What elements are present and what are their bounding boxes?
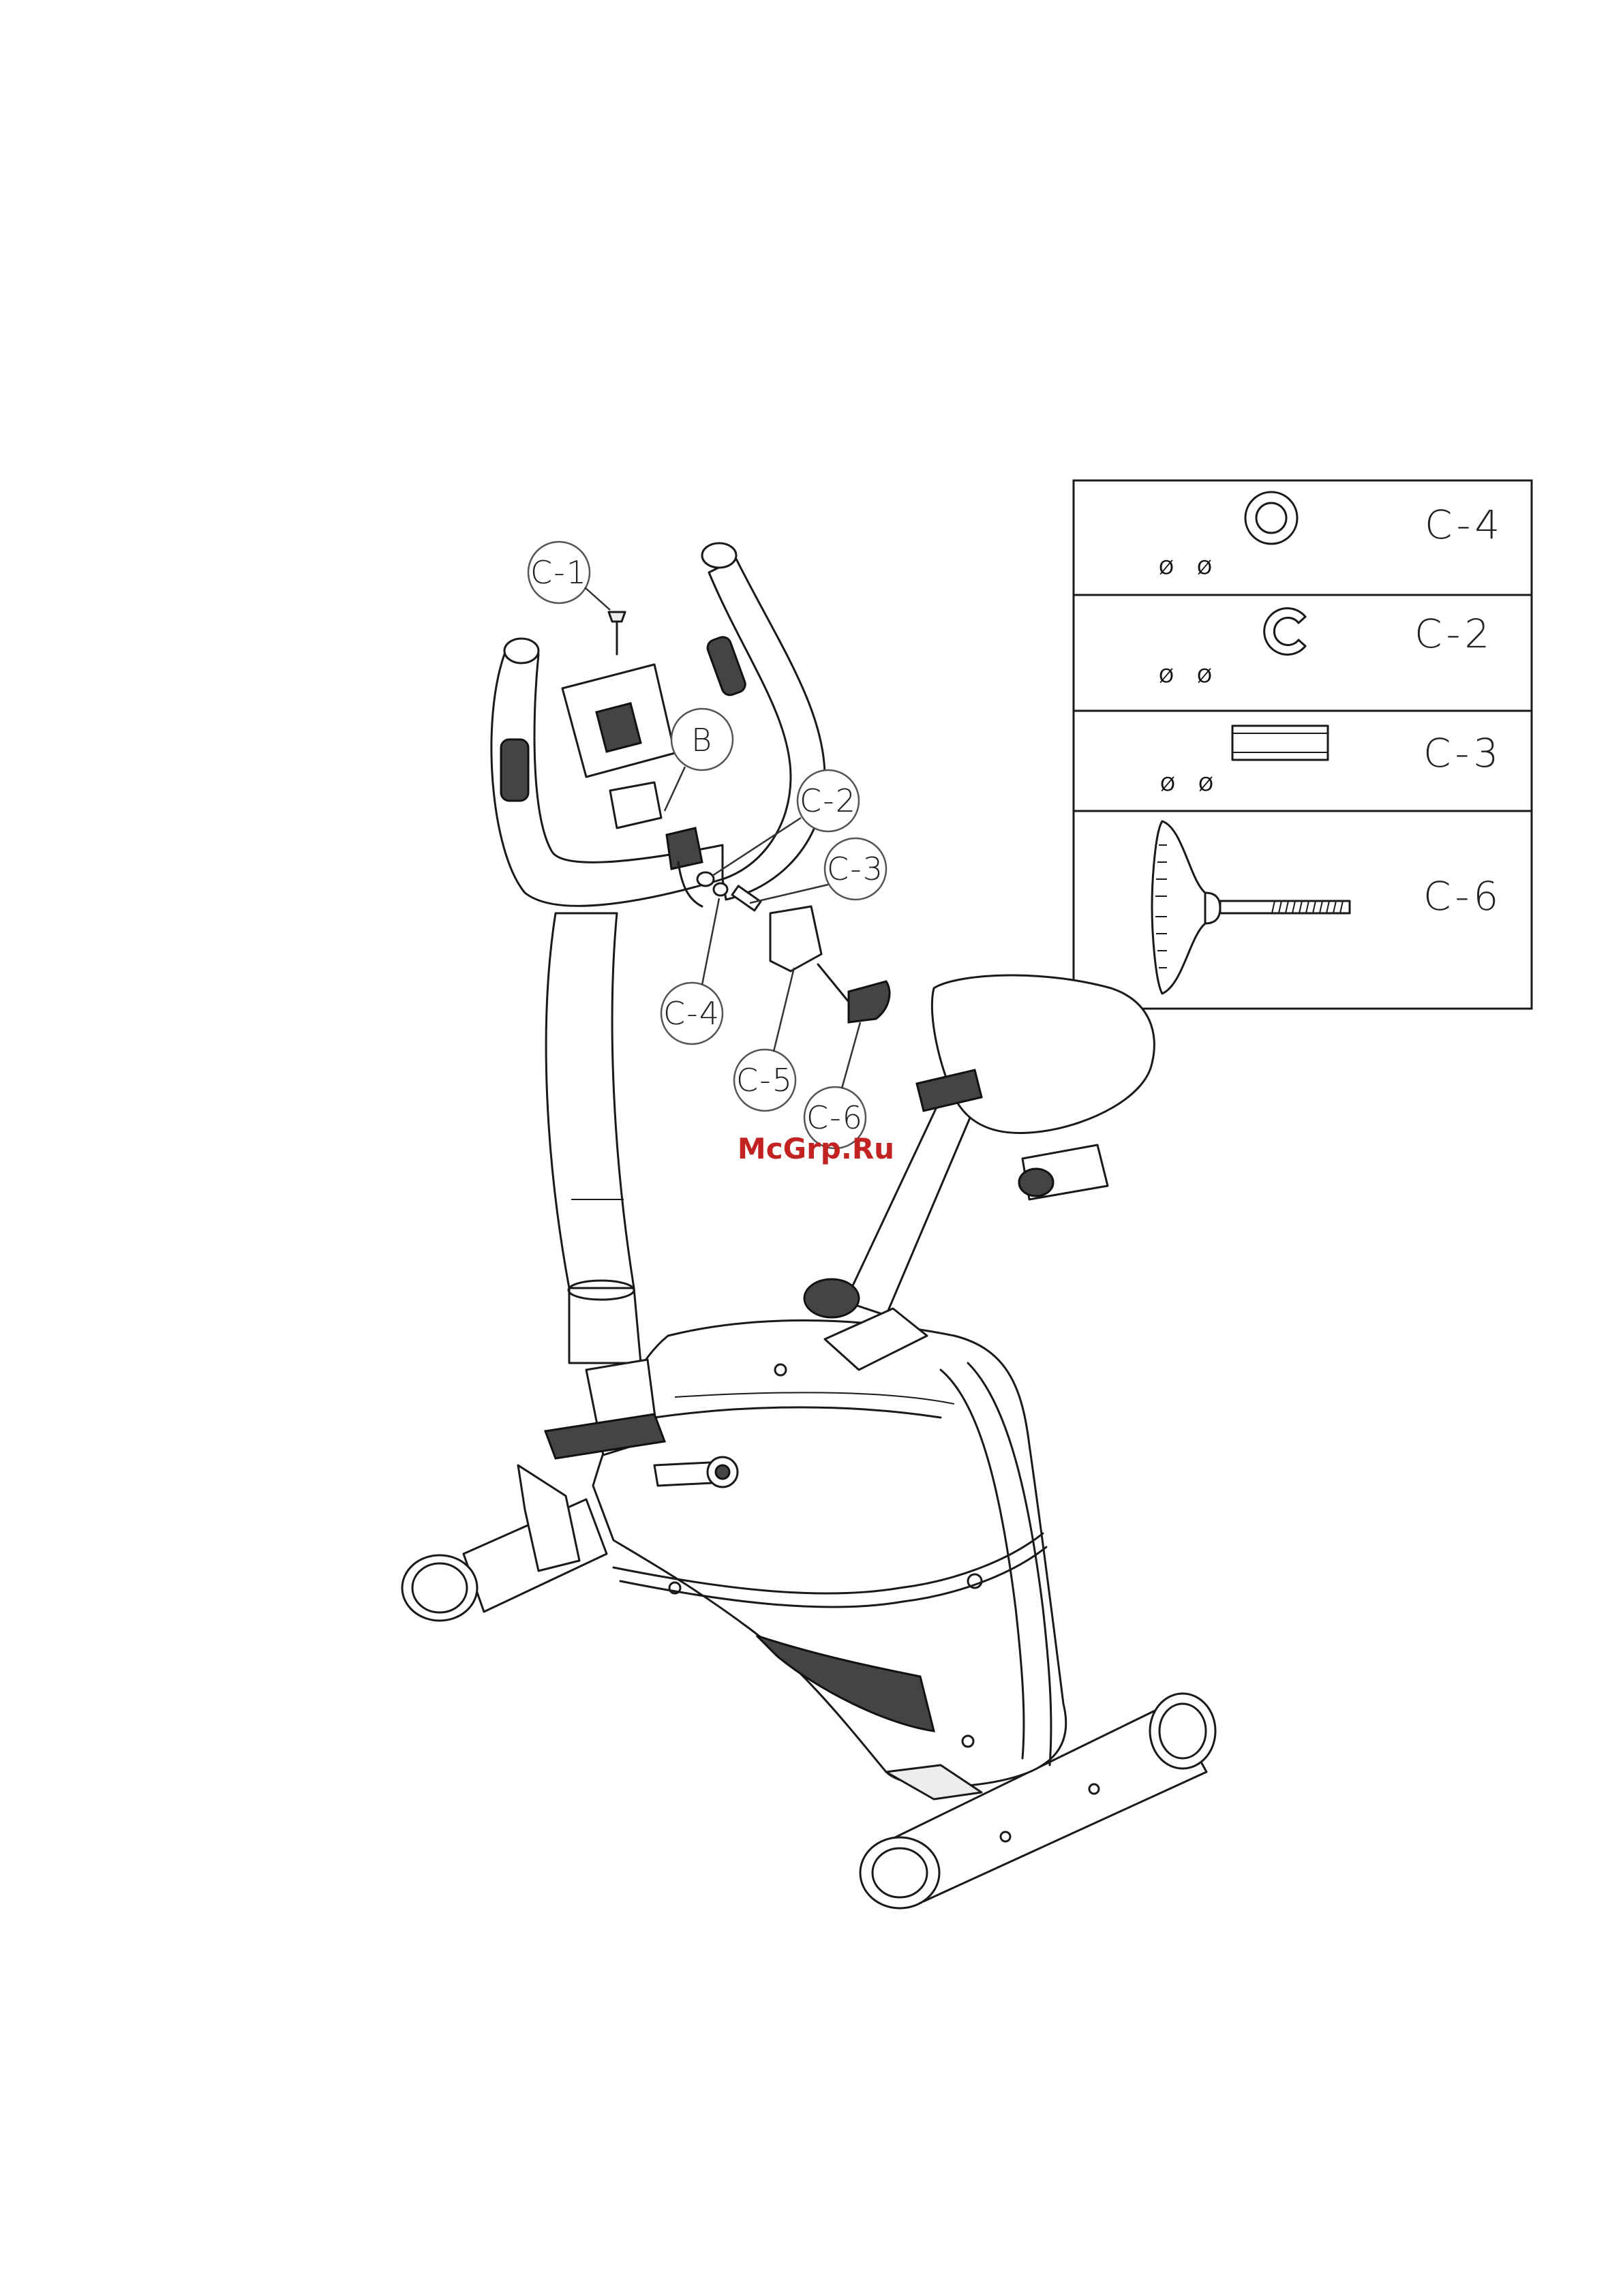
callout-c1: C-1 — [528, 542, 610, 610]
watermark: McGrp.Ru — [738, 1132, 894, 1165]
callout-label: C-6 — [806, 1099, 864, 1136]
callout-label: B — [691, 722, 713, 759]
callout-label: C-1 — [530, 554, 588, 591]
callout-label: C-5 — [736, 1062, 793, 1099]
part-label-c6: C-6 — [1423, 873, 1502, 919]
dim-symbol: Ø — [1159, 664, 1174, 687]
steering-post — [546, 913, 641, 1363]
dim-symbol: Ø — [1197, 664, 1212, 687]
callout-c5: C-5 — [734, 968, 795, 1111]
dim-symbol: Ø — [1160, 773, 1175, 795]
part-label-c4: C-4 — [1425, 502, 1504, 548]
callout-label: C-4 — [663, 995, 721, 1032]
front-stabilizer — [402, 1465, 607, 1621]
console-bracket — [562, 612, 675, 777]
callout-c6: C-6 — [804, 1022, 866, 1148]
flywheel-housing — [593, 1321, 1066, 1800]
callout-c4: C-4 — [661, 898, 723, 1044]
part-label-c3: C-3 — [1423, 730, 1502, 776]
dim-symbol: Ø — [1197, 556, 1212, 579]
parts-table: Ø Ø C-4 Ø Ø C-2 Ø Ø C-3 — [1074, 480, 1532, 1009]
dim-symbol: Ø — [1159, 556, 1174, 579]
callout-b: B — [665, 709, 733, 811]
callout-label: C-2 — [800, 782, 857, 819]
part-label-c2: C-2 — [1414, 611, 1493, 657]
callout-label: C-3 — [827, 851, 884, 887]
dim-symbol: Ø — [1198, 773, 1213, 795]
